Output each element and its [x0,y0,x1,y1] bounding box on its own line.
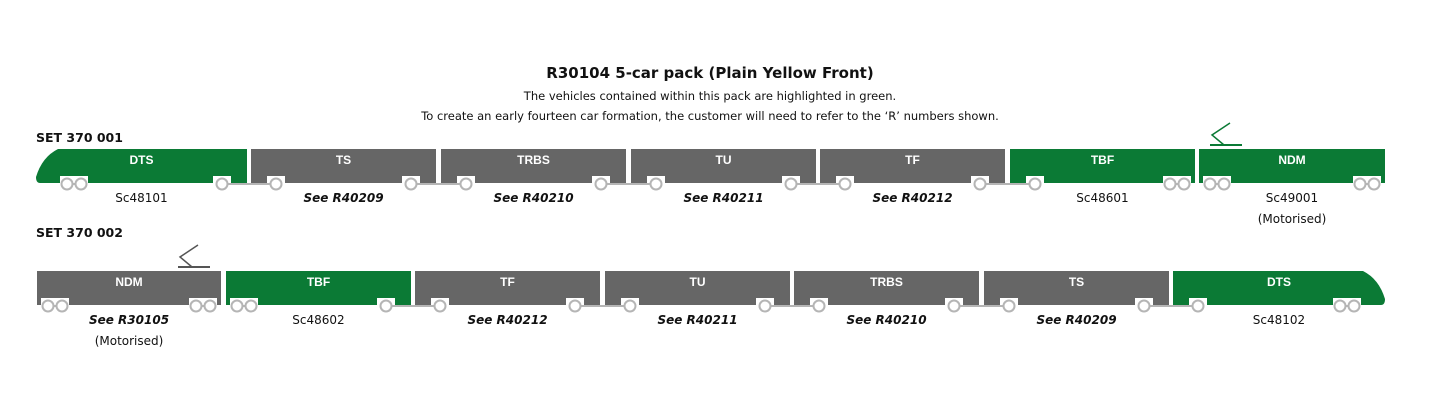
car-type-label: TBF [1091,153,1114,167]
car-type-label: TS [336,153,351,167]
wheel [1333,299,1347,313]
wheel [60,177,74,191]
car-type-label: TRBS [517,153,550,167]
wheel [758,299,772,313]
wheel [1353,177,1367,191]
bogie-notch [1353,176,1381,186]
wheel [812,299,826,313]
wheel [1367,177,1381,191]
car-type-label: TS [1069,275,1084,289]
wheel [1177,177,1191,191]
bogie-notch [1203,176,1231,186]
wheel [41,299,55,313]
wheel [404,177,418,191]
car-type-label: DTS [130,153,154,167]
car-body-dts [36,149,247,183]
car-number-label: Sc49001 [1265,191,1319,205]
car-number-label: See R40209 [303,191,384,205]
car-body-tbf [226,271,411,305]
car-note: (Motorised) [1257,212,1327,226]
car-body-ts [984,271,1169,305]
car-number-label: See R40210 [846,313,927,327]
wheel [649,177,663,191]
bogie-notch [41,298,69,308]
bogie-notch [60,176,88,186]
wheel [784,177,798,191]
wheel [594,177,608,191]
wheel [623,299,637,313]
wheel [1002,299,1016,313]
car-type-label: TRBS [870,275,903,289]
car-body-tu [631,149,816,183]
wheel [269,177,283,191]
car-body-ndm [37,271,221,305]
car-number-label: Sc48101 [115,191,168,205]
wheel [230,299,244,313]
car-type-label: TU [716,153,732,167]
car-note: (Motorised) [94,334,164,348]
wheel [189,299,203,313]
car-body-tf [415,271,600,305]
wheel [1137,299,1151,313]
pack-title: R30104 5-car pack (Plain Yellow Front) [546,64,874,82]
car-number-label: Sc48602 [292,313,345,327]
car-body-trbs [441,149,626,183]
car-type-label: TF [905,153,920,167]
wheel [244,299,258,313]
bogie-notch [1163,176,1191,186]
car-type-label: NDM [1278,153,1305,167]
wheel [1028,177,1042,191]
wheel [433,299,447,313]
car-number-label: See R40209 [1036,313,1117,327]
bogie-notch [1333,298,1361,308]
car-body-trbs [794,271,979,305]
wheel [947,299,961,313]
wheel [379,299,393,313]
wheel [838,177,852,191]
bogie-notch [230,298,258,308]
car-type-label: TF [500,275,515,289]
car-body-ndm [1199,149,1385,183]
car-body-ts [251,149,436,183]
wheel [74,177,88,191]
pantograph-icon [1210,122,1231,146]
wheel [215,177,229,191]
set-2-label: SET 370 002 [36,225,123,240]
subtitle-line-1: The vehicles contained within this pack … [523,89,897,103]
car-number-label: See R40210 [493,191,574,205]
car-type-label: TBF [307,275,330,289]
subtitle-line-2: To create an early fourteen car formatio… [421,109,999,123]
set-1-label: SET 370 001 [36,130,123,145]
car-body-dts [1173,271,1385,305]
car-type-label: NDM [115,275,142,289]
car-number-label: See R40212 [872,191,953,205]
wheel [568,299,582,313]
car-number-label: See R40211 [683,191,764,205]
car-number-label: See R40211 [657,313,738,327]
wheel [203,299,217,313]
car-body-tbf [1010,149,1195,183]
wheel [55,299,69,313]
car-number-label: Sc48601 [1076,191,1129,205]
wheel [1203,177,1217,191]
wheel [973,177,987,191]
wheel [1347,299,1361,313]
car-number-label: See R40212 [467,313,548,327]
car-number-label: Sc48102 [1252,313,1306,327]
wheel [1163,177,1177,191]
car-type-label: DTS [1267,275,1291,289]
car-body-tf [820,149,1005,183]
wheel [1217,177,1231,191]
wheel [459,177,473,191]
wheel [1191,299,1205,313]
pantograph-icon [178,244,199,268]
bogie-notch [189,298,217,308]
car-body-tu [605,271,790,305]
car-type-label: TU [690,275,706,289]
car-number-label: See R30105 [88,313,170,327]
